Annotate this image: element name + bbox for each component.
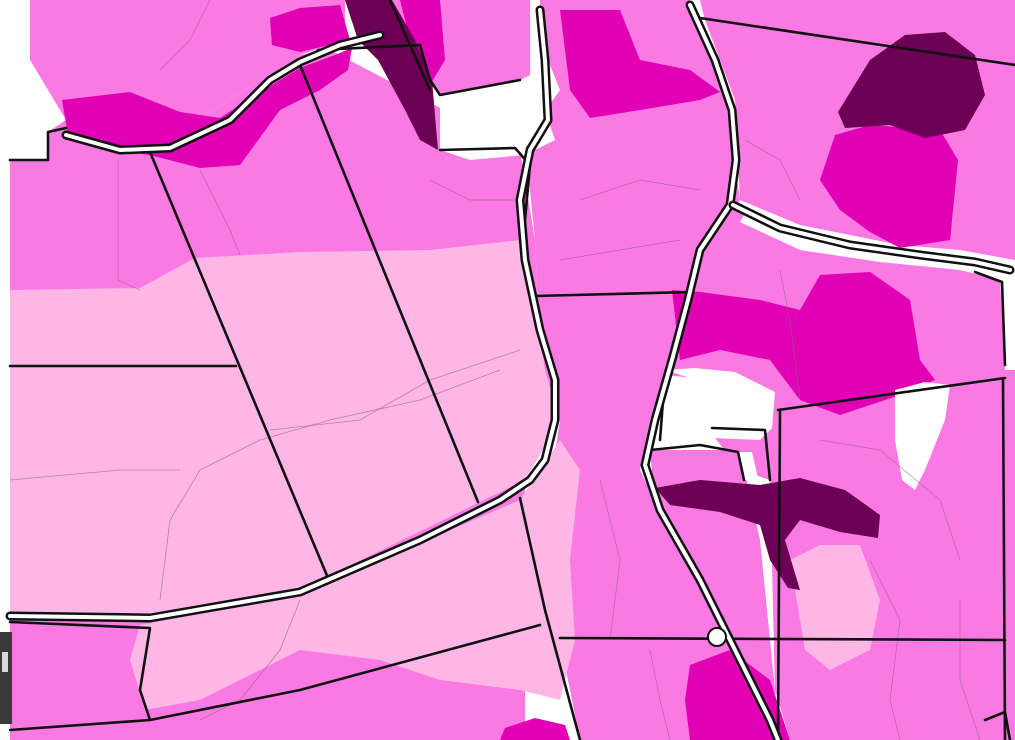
parcel-boundary	[983, 710, 1012, 740]
contour-line	[869, 559, 901, 740]
zone-light	[525, 0, 780, 740]
parcel-boundary	[438, 146, 532, 222]
road	[5, 5, 560, 623]
contour-line	[117, 160, 141, 291]
parcel-boundary	[8, 620, 152, 732]
contour-line	[959, 600, 981, 740]
parcel-boundary	[316, 43, 522, 97]
road	[728, 200, 1015, 275]
parcel-boundary	[558, 636, 1007, 642]
parcel-boundary	[8, 126, 68, 162]
zone-lightest	[10, 240, 560, 615]
zone-lightest	[130, 440, 580, 710]
parcel-boundary	[296, 58, 480, 504]
left-edge-artifact	[0, 632, 12, 724]
contour-line	[819, 439, 961, 561]
zone-medium	[270, 5, 350, 52]
left-edge-artifact	[2, 652, 8, 672]
contour-line	[429, 179, 520, 201]
parcel-boundary	[776, 408, 782, 740]
parcel-boundary	[648, 443, 746, 482]
zone-unclassified	[440, 70, 555, 160]
zone-unclassified	[895, 382, 950, 490]
contour-line	[649, 649, 671, 740]
zone-medium	[500, 718, 570, 740]
parcel-boundary	[776, 376, 1007, 412]
zone-medium	[62, 48, 352, 168]
parcel-boundary	[1001, 378, 1007, 740]
contour-line	[579, 179, 701, 201]
parcel-boundary	[698, 16, 1015, 67]
contour-line	[199, 599, 301, 721]
parcel-boundary	[710, 426, 772, 482]
parcel-boundary	[388, 0, 432, 92]
contour-layer	[9, 0, 981, 740]
road	[640, 0, 783, 740]
zone-medium	[672, 272, 935, 415]
zone-medium	[820, 125, 958, 248]
contour-line	[559, 239, 681, 261]
parcel-boundary	[148, 623, 542, 722]
contour-line	[159, 0, 211, 71]
zone-layer	[10, 0, 1015, 740]
zone-medium	[400, 0, 445, 85]
road-network	[5, 0, 1015, 740]
contour-line	[599, 479, 621, 641]
contour-line	[779, 269, 801, 401]
zone-dark	[655, 478, 880, 590]
parcel-boundary	[533, 290, 692, 298]
zone-medium	[560, 10, 720, 118]
parcel-boundaries	[8, 0, 1015, 740]
contour-line	[159, 369, 501, 601]
zone-dark	[838, 32, 985, 138]
road	[61, 30, 385, 155]
contour-line	[199, 169, 241, 256]
contour-line	[269, 349, 521, 431]
unclassified-island	[707, 627, 727, 647]
zone-unclassified	[665, 368, 775, 440]
parcel-boundary	[148, 150, 330, 580]
contour-line	[9, 469, 180, 481]
parcel-boundary	[518, 496, 582, 740]
parcel-boundary	[973, 270, 1007, 367]
contour-line	[744, 139, 801, 201]
